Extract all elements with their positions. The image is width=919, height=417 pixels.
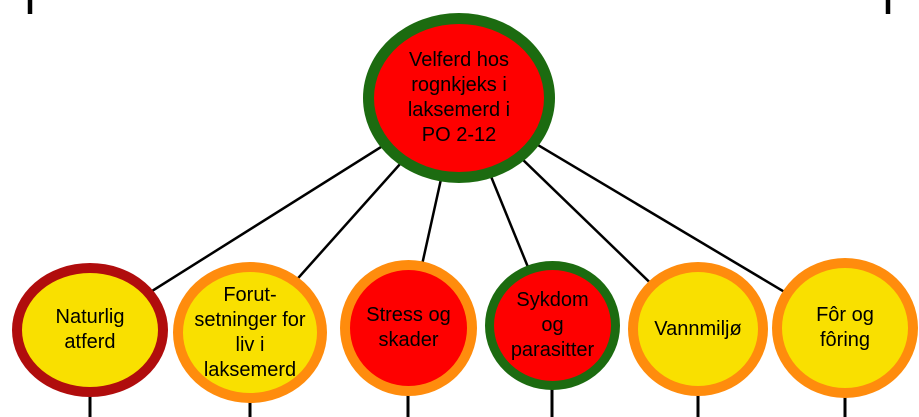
node-vannmiljo: Vannmiljø <box>628 262 768 396</box>
node-for-og-foring: Fôr og fôring <box>772 258 918 398</box>
node-naturlig-atferd: Naturlig atferd <box>12 263 168 397</box>
node-stress-og-skader: Stress og skader <box>340 260 477 396</box>
node-root-velferd: Velferd hos rognkjeks i laksemerd i PO 2… <box>363 13 555 183</box>
node-stress-og-skader-label: Stress og skader <box>366 304 451 351</box>
node-root-velferd-label: Velferd hos rognkjeks i laksemerd i PO 2… <box>407 49 511 146</box>
node-naturlig-atferd-label: Naturlig atferd <box>55 306 125 353</box>
node-for-og-foring-label: Fôr og fôring <box>816 304 874 351</box>
node-forutsetninger: Forut- setninger for liv i laksemerd <box>173 262 327 403</box>
node-sykdom-og-parasitter-label: Sykdom og parasitter <box>510 289 595 361</box>
node-forutsetninger-label: Forut- setninger for liv i laksemerd <box>194 283 306 381</box>
node-sykdom-og-parasitter: Sykdom og parasitter <box>485 261 620 390</box>
node-vannmiljo-label: Vannmiljø <box>654 317 742 340</box>
